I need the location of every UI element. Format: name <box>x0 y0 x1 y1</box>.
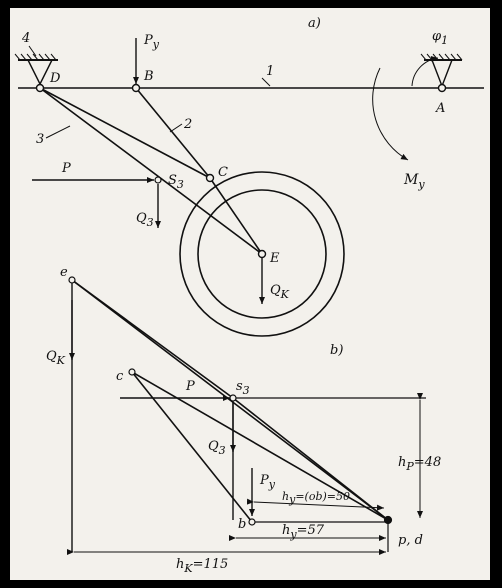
plan-line-c-b <box>131 371 253 523</box>
plan-py-label: Py <box>259 473 276 491</box>
part-a-label: a) <box>308 16 321 31</box>
label-s3: S3 <box>168 173 184 191</box>
plan-qk-label: QK <box>46 349 66 367</box>
link-ce <box>209 177 263 255</box>
label-e: E <box>269 251 280 266</box>
joint-c <box>205 173 215 183</box>
force-q3-label: Q3 <box>136 211 154 229</box>
label-c: C <box>218 165 228 180</box>
plan-line-e-pd <box>71 279 389 521</box>
link-3b <box>39 87 211 179</box>
inner-circle <box>197 189 327 319</box>
dim-hp-label: hP=48 <box>398 455 441 473</box>
phi1-arc <box>411 55 439 87</box>
plan-point-c <box>128 368 136 376</box>
plan-label-pd: p, d <box>398 533 423 548</box>
plan-label-s3: s3 <box>236 379 250 397</box>
force-qk-label: QK <box>270 283 290 301</box>
plan-label-c: c <box>116 369 124 384</box>
my-label: My <box>403 172 425 191</box>
label-a: A <box>435 101 445 116</box>
plan-label-e: e <box>60 265 68 280</box>
plan-p-label: P <box>185 379 195 394</box>
plan-point-b <box>248 518 256 526</box>
link-1-leader <box>261 77 271 87</box>
dim-hy-ob-label: hy=(ob)=50 <box>282 490 350 506</box>
joint-d <box>35 83 45 93</box>
link-4-leader <box>28 45 37 57</box>
plan-point-pd <box>383 515 393 525</box>
plan-line-e-s3 <box>71 279 234 399</box>
plan-point-s3 <box>229 394 237 402</box>
point-s3 <box>154 176 162 184</box>
link-3-label: 3 <box>36 132 44 147</box>
link-3-leader <box>45 125 71 139</box>
label-b: B <box>143 69 154 84</box>
plan-line-c-pd <box>131 371 389 521</box>
joint-a <box>437 83 447 93</box>
plan-q3-label: Q3 <box>208 439 226 457</box>
outer-circle <box>179 171 345 337</box>
link-2-leader <box>169 123 183 133</box>
label-d: D <box>49 71 61 86</box>
joint-e <box>257 249 267 259</box>
my-arc <box>372 67 409 161</box>
link-2-label: 2 <box>183 117 192 132</box>
force-py-label: Py <box>143 33 160 51</box>
joint-b <box>131 83 141 93</box>
phi1-label: φ1 <box>432 29 448 47</box>
dim-hk-label: hK=115 <box>176 557 228 575</box>
dim-hy-ob <box>246 498 385 511</box>
link-3a <box>39 87 263 255</box>
part-b-label: b) <box>330 343 343 358</box>
plan-label-b: b <box>238 517 246 532</box>
force-p-label: P <box>61 161 71 176</box>
support-a <box>420 53 463 88</box>
link-1-label: 1 <box>266 64 274 79</box>
link-4-label: 4 <box>21 31 30 46</box>
dim-hy-label: hy=57 <box>282 523 325 541</box>
link-2 <box>135 87 211 179</box>
plan-point-e <box>68 276 76 284</box>
